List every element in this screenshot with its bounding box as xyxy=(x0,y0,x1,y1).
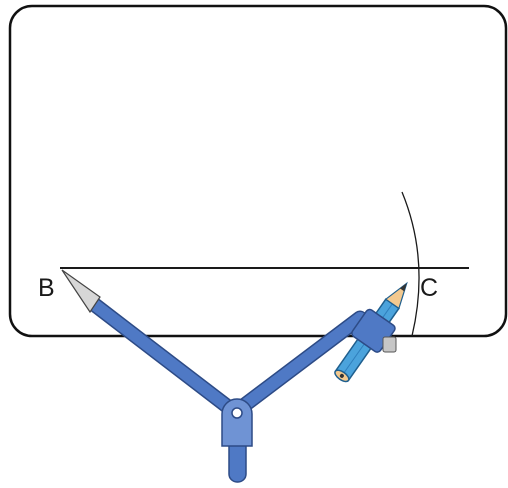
clamp-screw xyxy=(382,336,397,353)
paper-sheet xyxy=(8,4,508,338)
compass-arc xyxy=(401,191,420,337)
point-b-label: B xyxy=(38,274,55,302)
compass-icon xyxy=(61,269,368,483)
point-c-label: C xyxy=(420,274,438,302)
